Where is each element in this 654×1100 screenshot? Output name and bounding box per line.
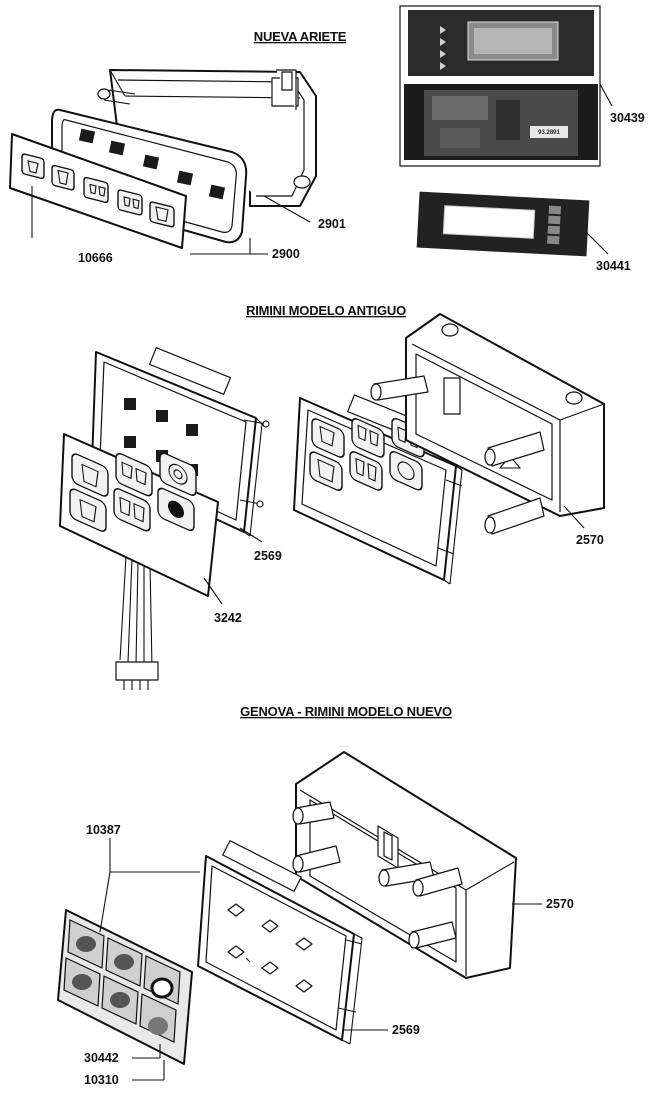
board-label: 93.2891 xyxy=(538,130,560,136)
leader-10387 xyxy=(99,838,200,933)
part-number-10310: 10310 xyxy=(84,1073,119,1087)
genova-back-box-2570 xyxy=(292,751,517,979)
part-number-2570-b: 2570 xyxy=(546,897,574,911)
ariete-housing xyxy=(97,69,317,207)
leader-30441 xyxy=(585,231,609,255)
ariete-frame-2900 xyxy=(51,108,248,244)
part-number-30442: 30442 xyxy=(84,1051,119,1065)
part-number-2570-a: 2570 xyxy=(576,533,604,547)
part-number-2900: 2900 xyxy=(272,247,300,261)
genova-keypad-membrane-10387 xyxy=(57,909,193,1065)
display-board-photo-30439: 93.2891 xyxy=(399,5,601,167)
part-number-2569-b: 2569 xyxy=(392,1023,420,1037)
leader-3242 xyxy=(203,577,223,605)
rimini-old-keypad-membrane-3242 xyxy=(59,433,219,690)
section-title-nueva-ariete: NUEVA ARIETE xyxy=(254,29,347,44)
display-overlay-30441 xyxy=(416,191,590,257)
genova-front-frame-2569 xyxy=(197,840,363,1045)
rimini-old-back-box-2570 xyxy=(370,313,605,535)
ariete-keypad-membrane-10666 xyxy=(9,133,187,249)
leader-2569-a xyxy=(239,527,263,543)
leader-2901 xyxy=(263,195,311,223)
part-number-3242: 3242 xyxy=(214,611,242,625)
section-title-genova-rimini-nuevo: GENOVA - RIMINI MODELO NUEVO xyxy=(240,704,452,719)
rimini-old-frame-2569 xyxy=(91,347,270,537)
leader-2570-a xyxy=(563,505,585,529)
part-number-10666: 10666 xyxy=(78,251,113,265)
part-number-2901: 2901 xyxy=(318,217,346,231)
part-number-30439: 30439 xyxy=(610,111,645,125)
leader-30439 xyxy=(599,83,613,107)
part-number-10387: 10387 xyxy=(86,823,121,837)
section-title-rimini-antiguo: RIMINI MODELO ANTIGUO xyxy=(246,303,406,318)
part-number-2569-a: 2569 xyxy=(254,549,282,563)
part-number-30441: 30441 xyxy=(596,259,631,273)
